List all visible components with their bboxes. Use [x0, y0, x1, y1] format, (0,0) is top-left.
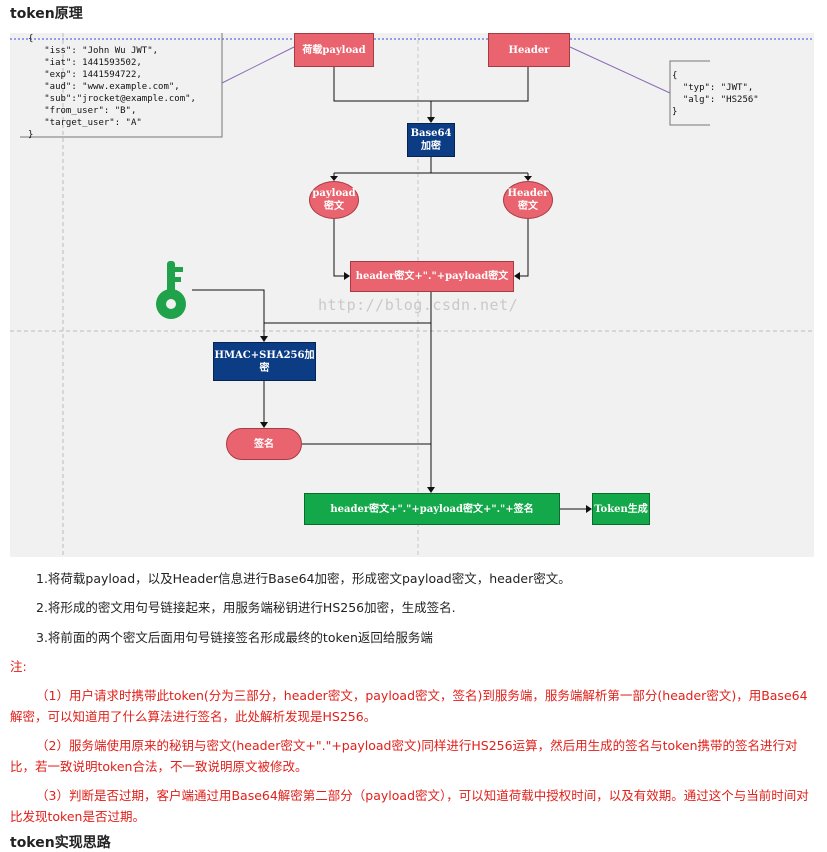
payload-node: 荷载payload [294, 33, 374, 67]
token-flow-diagram: { "iss": "John Wu JWT", "iat": 144159350… [10, 33, 814, 557]
arrowhead-payload-cipher [330, 176, 338, 181]
section-title-token-principle: token原理 [10, 6, 83, 22]
note-1: （1）用户请求时携带此token(分为三部分，header密文，payload密… [10, 688, 808, 724]
hmac-sha256-node: HMAC+SHA256加密 [213, 342, 316, 381]
header-node: Header [488, 33, 570, 67]
arrowhead-token [586, 505, 592, 513]
payload-json-bracket [20, 33, 223, 138]
arrowhead-final [427, 487, 435, 493]
line-payload-cipher-to-concat [333, 219, 346, 277]
arrowhead-signature [260, 422, 268, 428]
note-2: （2）服务端使用原来的秘钥与密文(header密文+"."+payload密文)… [10, 738, 798, 774]
header-annotation-line [569, 46, 671, 94]
note-3: （3）判断是否过期，客户端通过用Base64解密第二部分（payload密文），… [10, 788, 809, 824]
note-label: 注: [10, 659, 27, 674]
payload-annotation-line [221, 46, 295, 84]
final-token-concat-node: header密文+"."+payload密文+"."+签名 [304, 493, 560, 525]
arrowhead-concat-left [344, 272, 350, 280]
diagram-connectors [10, 33, 814, 557]
key-icon [156, 261, 186, 319]
step-2: 2.将形成的密文用句号链接起来，用服务端秘钥进行HS256加密，生成签名. [36, 600, 456, 615]
section-title-token-implementation: token实现思路 [10, 835, 111, 851]
key-icon-tooth-1 [175, 267, 183, 272]
merge-line-to-base64 [333, 67, 529, 102]
arrowhead-hmac [260, 336, 268, 342]
token-generated-node: Token生成 [592, 493, 650, 525]
payload-cipher-node: payload 密文 [309, 181, 359, 219]
signature-node: 签名 [226, 428, 302, 460]
key-icon-hole [166, 299, 176, 309]
header-cipher-node: Header 密文 [503, 181, 553, 219]
header-json-code: { "typ": "JWT", "alg": "HS256" } [672, 71, 759, 117]
line-key-to-hmac [192, 289, 265, 337]
arrowhead-base64 [427, 117, 435, 123]
arrowhead-concat-right [514, 272, 520, 280]
step-1: 1.将荷载payload，以及Header信息进行Base64加密，形成密文pa… [36, 571, 571, 586]
step-3: 3.将前面的两个密文后面用句号链接签名形成最终的token返回给服务端 [36, 630, 433, 645]
payload-json-code: { "iss": "John Wu JWT", "iat": 144159350… [28, 34, 196, 140]
arrowhead-header-cipher [524, 176, 532, 181]
cipher-concat-node: header密文+"."+payload密文 [350, 261, 514, 292]
line-header-cipher-to-concat [518, 219, 529, 277]
key-icon-tooth-2 [175, 277, 181, 282]
base64-encrypt-node: Base64 加密 [407, 123, 455, 157]
watermark: http://blog.csdn.net/ [318, 296, 519, 314]
